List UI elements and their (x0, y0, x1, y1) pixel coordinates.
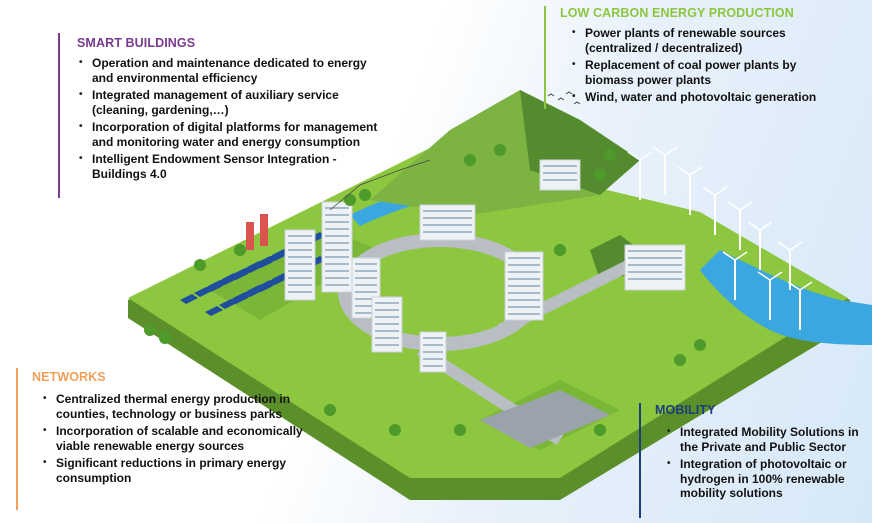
smart-buildings-title: SMART BUILDINGS (77, 36, 196, 50)
parking-lot (480, 390, 610, 448)
list-item: •Operation and maintenance dedicated to … (79, 56, 367, 85)
tree (234, 244, 246, 256)
turbine-blade (677, 166, 691, 176)
networks-title: NETWORKS (32, 370, 106, 384)
tree (194, 259, 206, 271)
turbine-blade (747, 221, 761, 231)
tree (324, 404, 336, 416)
solar-panel (205, 306, 223, 316)
solar-panel (180, 294, 198, 304)
bullet-icon: • (572, 91, 576, 102)
list-item: •Significant reductions in primary energ… (43, 456, 287, 485)
bullet-icon: • (572, 27, 576, 38)
turbine-blade (799, 281, 813, 291)
turbine-blade (714, 186, 728, 196)
networks-section: NETWORKS •Centralized thermal energy pro… (32, 370, 322, 488)
bullet-icon: • (667, 458, 671, 469)
turbine-blade (722, 251, 736, 261)
mobility-section: MOBILITY •Integrated Mobility Solutions … (655, 403, 865, 504)
list-item: •Incorporation of digital platforms for … (79, 120, 378, 149)
mobility-list: •Integrated Mobility Solutions in the Pr… (665, 425, 865, 501)
turbine-blade (739, 201, 753, 211)
smart-buildings-accent-bar (58, 33, 60, 198)
solar-panel (230, 294, 248, 304)
list-item: •Replacement of coal power plants by bio… (572, 58, 797, 87)
tree (344, 194, 356, 206)
bullet-icon: • (79, 89, 83, 100)
turbine-blade (664, 146, 678, 156)
tree (359, 189, 371, 201)
list-item: •Integrated management of auxiliary serv… (79, 88, 339, 117)
building (321, 201, 353, 293)
turbine-blade (627, 151, 641, 161)
mobility-accent-bar (639, 403, 641, 518)
power-line (329, 159, 431, 211)
tree (594, 424, 606, 436)
tree (464, 154, 476, 166)
list-item: •Integrated Mobility Solutions in the Pr… (667, 425, 859, 454)
turbine-blade (734, 251, 748, 261)
tree (389, 424, 401, 436)
solar-panel (205, 282, 223, 292)
bullet-icon: • (79, 153, 83, 164)
smart-buildings-section: SMART BUILDINGS •Operation and maintenan… (77, 36, 387, 184)
chimney (246, 222, 254, 250)
bird (565, 91, 573, 95)
bird (547, 93, 555, 97)
mobility-title: MOBILITY (655, 403, 716, 417)
tree (604, 149, 616, 161)
list-item: •Power plants of renewable sources (cent… (572, 26, 786, 55)
list-item: •Wind, water and photovoltaic generation (572, 90, 817, 104)
solar-panel (230, 270, 248, 280)
building (539, 159, 581, 191)
bullet-icon: • (572, 59, 576, 70)
turbine-blade (702, 186, 716, 196)
bird (557, 97, 565, 101)
low-carbon-accent-bar (544, 6, 546, 109)
turbine-blade (727, 201, 741, 211)
networks-accent-bar (16, 368, 18, 510)
tree (454, 424, 466, 436)
tree (554, 244, 566, 256)
turbine-blade (639, 151, 653, 161)
turbine-blade (652, 146, 666, 156)
building (284, 229, 316, 301)
turbine-blade (689, 166, 703, 176)
smart-buildings-list: •Operation and maintenance dedicated to … (77, 56, 387, 181)
bullet-icon: • (43, 425, 47, 436)
turbine-blade (777, 241, 791, 251)
list-item: •Integration of photovoltaic or hydrogen… (667, 457, 847, 500)
turbine-blade (787, 281, 801, 291)
list-item: •Intelligent Endowment Sensor Integratio… (79, 152, 337, 181)
building (624, 244, 686, 291)
bullet-icon: • (43, 393, 47, 404)
tree (159, 332, 171, 344)
bird (573, 101, 581, 105)
list-item: •Incorporation of scalable and economica… (43, 424, 303, 453)
low-carbon-list: •Power plants of renewable sources (cent… (570, 26, 845, 105)
chimney (260, 214, 268, 246)
bullet-icon: • (79, 121, 83, 132)
bullet-icon: • (43, 457, 47, 468)
river (700, 250, 872, 345)
turbine-blade (769, 271, 783, 281)
tree (694, 339, 706, 351)
low-carbon-section: LOW CARBON ENERGY PRODUCTION •Power plan… (560, 6, 845, 108)
solar-panel (255, 258, 273, 268)
tree (494, 144, 506, 156)
bullet-icon: • (667, 426, 671, 437)
turbine-blade (789, 241, 803, 251)
bullet-icon: • (79, 57, 83, 68)
tree (674, 354, 686, 366)
networks-list: •Centralized thermal energy production i… (41, 392, 322, 485)
solar-panel (255, 282, 273, 292)
tree (594, 169, 606, 181)
tree (144, 324, 156, 336)
turbine-blade (759, 221, 773, 231)
turbine-blade (757, 271, 771, 281)
list-item: •Centralized thermal energy production i… (43, 392, 291, 421)
low-carbon-title: LOW CARBON ENERGY PRODUCTION (560, 6, 794, 20)
